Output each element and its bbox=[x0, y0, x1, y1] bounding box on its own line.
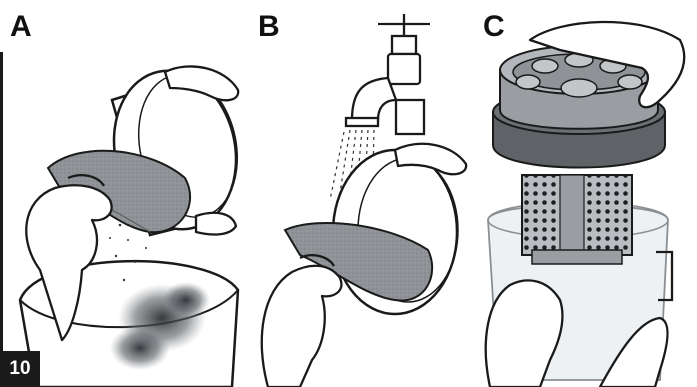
panel-b-illustration bbox=[262, 14, 466, 387]
panel-label-a: A bbox=[10, 12, 32, 42]
panel-label-b: B bbox=[258, 12, 280, 42]
panel-c-illustration bbox=[486, 22, 685, 387]
mesh-cylinder bbox=[522, 175, 632, 264]
left-margin-rule bbox=[0, 52, 3, 387]
water-tap bbox=[346, 14, 430, 134]
panel-label-c: C bbox=[483, 12, 505, 42]
panel-a-illustration bbox=[20, 59, 250, 387]
page-number-badge: 10 bbox=[0, 351, 40, 387]
